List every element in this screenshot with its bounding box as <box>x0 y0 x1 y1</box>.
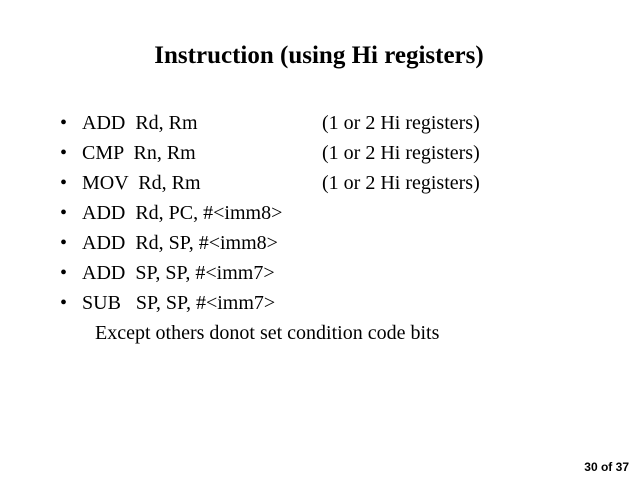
instruction-text: ADD Rd, PC, #<imm8> <box>82 202 283 224</box>
bullet-icon: • <box>60 262 68 284</box>
instruction-text: ADD Rd, Rm <box>82 112 198 134</box>
bullet-icon: • <box>60 232 68 254</box>
hi-registers-note: (1 or 2 Hi registers) <box>322 172 480 194</box>
bullet-icon: • <box>60 202 68 224</box>
bullet-icon: • <box>60 172 68 194</box>
instruction-text: ADD SP, SP, #<imm7> <box>82 262 275 284</box>
list-item: • CMP Rn, Rm (1 or 2 Hi registers) <box>0 138 638 168</box>
list-item: • ADD Rd, PC, #<imm8> <box>0 198 638 228</box>
instruction-text: MOV Rd, Rm <box>82 172 201 194</box>
list-item: • SUB SP, SP, #<imm7> <box>0 288 638 318</box>
list-item: • ADD Rd, Rm (1 or 2 Hi registers) <box>0 108 638 138</box>
bullet-icon: • <box>60 292 68 314</box>
bullet-icon: • <box>60 142 68 164</box>
hi-registers-note: (1 or 2 Hi registers) <box>322 142 480 164</box>
list-item: • MOV Rd, Rm (1 or 2 Hi registers) <box>0 168 638 198</box>
instruction-text: CMP Rn, Rm <box>82 142 196 164</box>
instruction-text: SUB SP, SP, #<imm7> <box>82 292 276 314</box>
page-indicator: 30 of 37 <box>584 460 629 474</box>
page-title: Instruction (using Hi registers) <box>154 42 484 69</box>
footnote: Except others donot set condition code b… <box>95 322 440 344</box>
list-item: • ADD SP, SP, #<imm7> <box>0 258 638 288</box>
instruction-list: • ADD Rd, Rm (1 or 2 Hi registers) • CMP… <box>0 108 638 318</box>
hi-registers-note: (1 or 2 Hi registers) <box>322 112 480 134</box>
bullet-icon: • <box>60 112 68 134</box>
instruction-text: ADD Rd, SP, #<imm8> <box>82 232 278 254</box>
list-item: • ADD Rd, SP, #<imm8> <box>0 228 638 258</box>
